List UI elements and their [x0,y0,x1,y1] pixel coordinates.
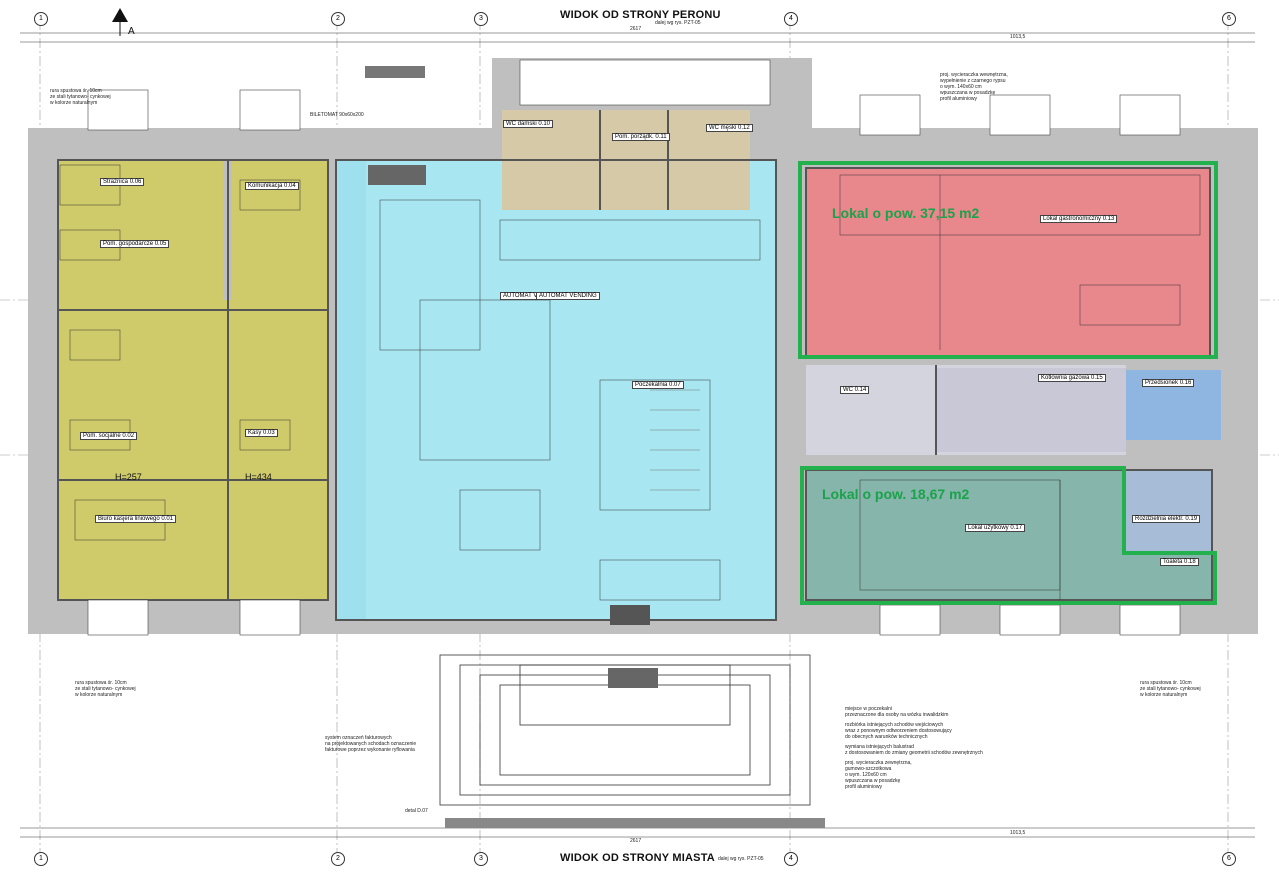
zone-yellow-offices [58,160,223,600]
height-label-2: H=434 [245,472,272,482]
bottom-ref-note: dalej wg rys. PZT-05 [718,856,764,862]
zone-teal-lokal [806,470,1126,600]
dim-top-right: 1013,5 [1010,34,1026,40]
dim-bottom-right: 1013,5 [1010,830,1026,836]
room-tag: Biuro kasjera liniowego 0.01 [95,515,177,523]
automat-label-2: AUTOMAT VENDING [536,292,600,300]
detail-ref: detal D.07 [405,808,428,814]
axis-marker: 4 [784,852,798,866]
corner-letter: A [128,26,135,37]
top-view-title: WIDOK OD STRONY PERONU [560,9,721,21]
axis-marker: 2 [331,12,345,26]
room-tag: Pom. gospodarcze 0.05 [100,240,170,248]
top-ref-note: dalej wg rys. PZT-05 [655,20,701,26]
axis-marker: 1 [34,12,48,26]
room-tag: Kasy 0.03 [245,429,278,437]
room-tag: WC 0.14 [840,386,870,394]
axis-marker: 6 [1222,12,1236,26]
room-tag: Poczekalnia 0.07 [632,381,684,389]
room-tag: Lokal użytkowy 0.17 [965,524,1026,532]
room-tag: Przedsionek 0.16 [1142,379,1195,387]
axis-marker: 4 [784,12,798,26]
lokal-small-outline [800,466,1217,605]
room-tag: Kotłownia gazowa 0.15 [1038,374,1106,382]
room-tag: Strażnica 0.06 [100,178,145,186]
lokal-small-label: Lokal o pow. 18,67 m2 [822,486,970,502]
lokal-large-label: Lokal o pow. 37,15 m2 [832,205,980,221]
note-top-mid: proj. wycieraczka wewnętrzna,wypełnienie… [940,72,1008,102]
room-tag: Toaleta 0.18 [1160,558,1199,566]
lokal-large-outline [798,161,1218,359]
room-tag: Pom. socjalne 0.02 [80,432,138,440]
biletomat-label: BILETOMAT 90x60x200 [310,112,364,118]
axis-marker: 3 [474,852,488,866]
grating-top [365,66,425,78]
axis-marker: 6 [1222,852,1236,866]
room-tag: Komunikacja 0.04 [245,182,299,190]
dim-top-total: 2617 [630,26,642,32]
dim-bottom-total: 2617 [630,838,642,844]
room-tag: Pom. porządk. 0.11 [612,133,670,141]
room-tag: WC męski 0.12 [706,124,753,132]
zone-cyan-hall [336,160,776,620]
room-tag: Lokal gastronomiczny 0.13 [1040,215,1118,223]
bottom-view-title: WIDOK OD STRONY MIASTA [560,852,715,864]
room-tag: WC damski 0.10 [503,120,554,128]
height-label-1: H=257 [115,472,142,482]
north-arrow-icon [112,8,128,36]
axis-marker: 3 [474,12,488,26]
grating-bottom [445,818,825,828]
axis-marker: 2 [331,852,345,866]
axis-marker: 1 [34,852,48,866]
room-tag: Rozdzielnia elektr. 0.19 [1132,515,1201,523]
zone-red-lokal [806,168,1210,356]
